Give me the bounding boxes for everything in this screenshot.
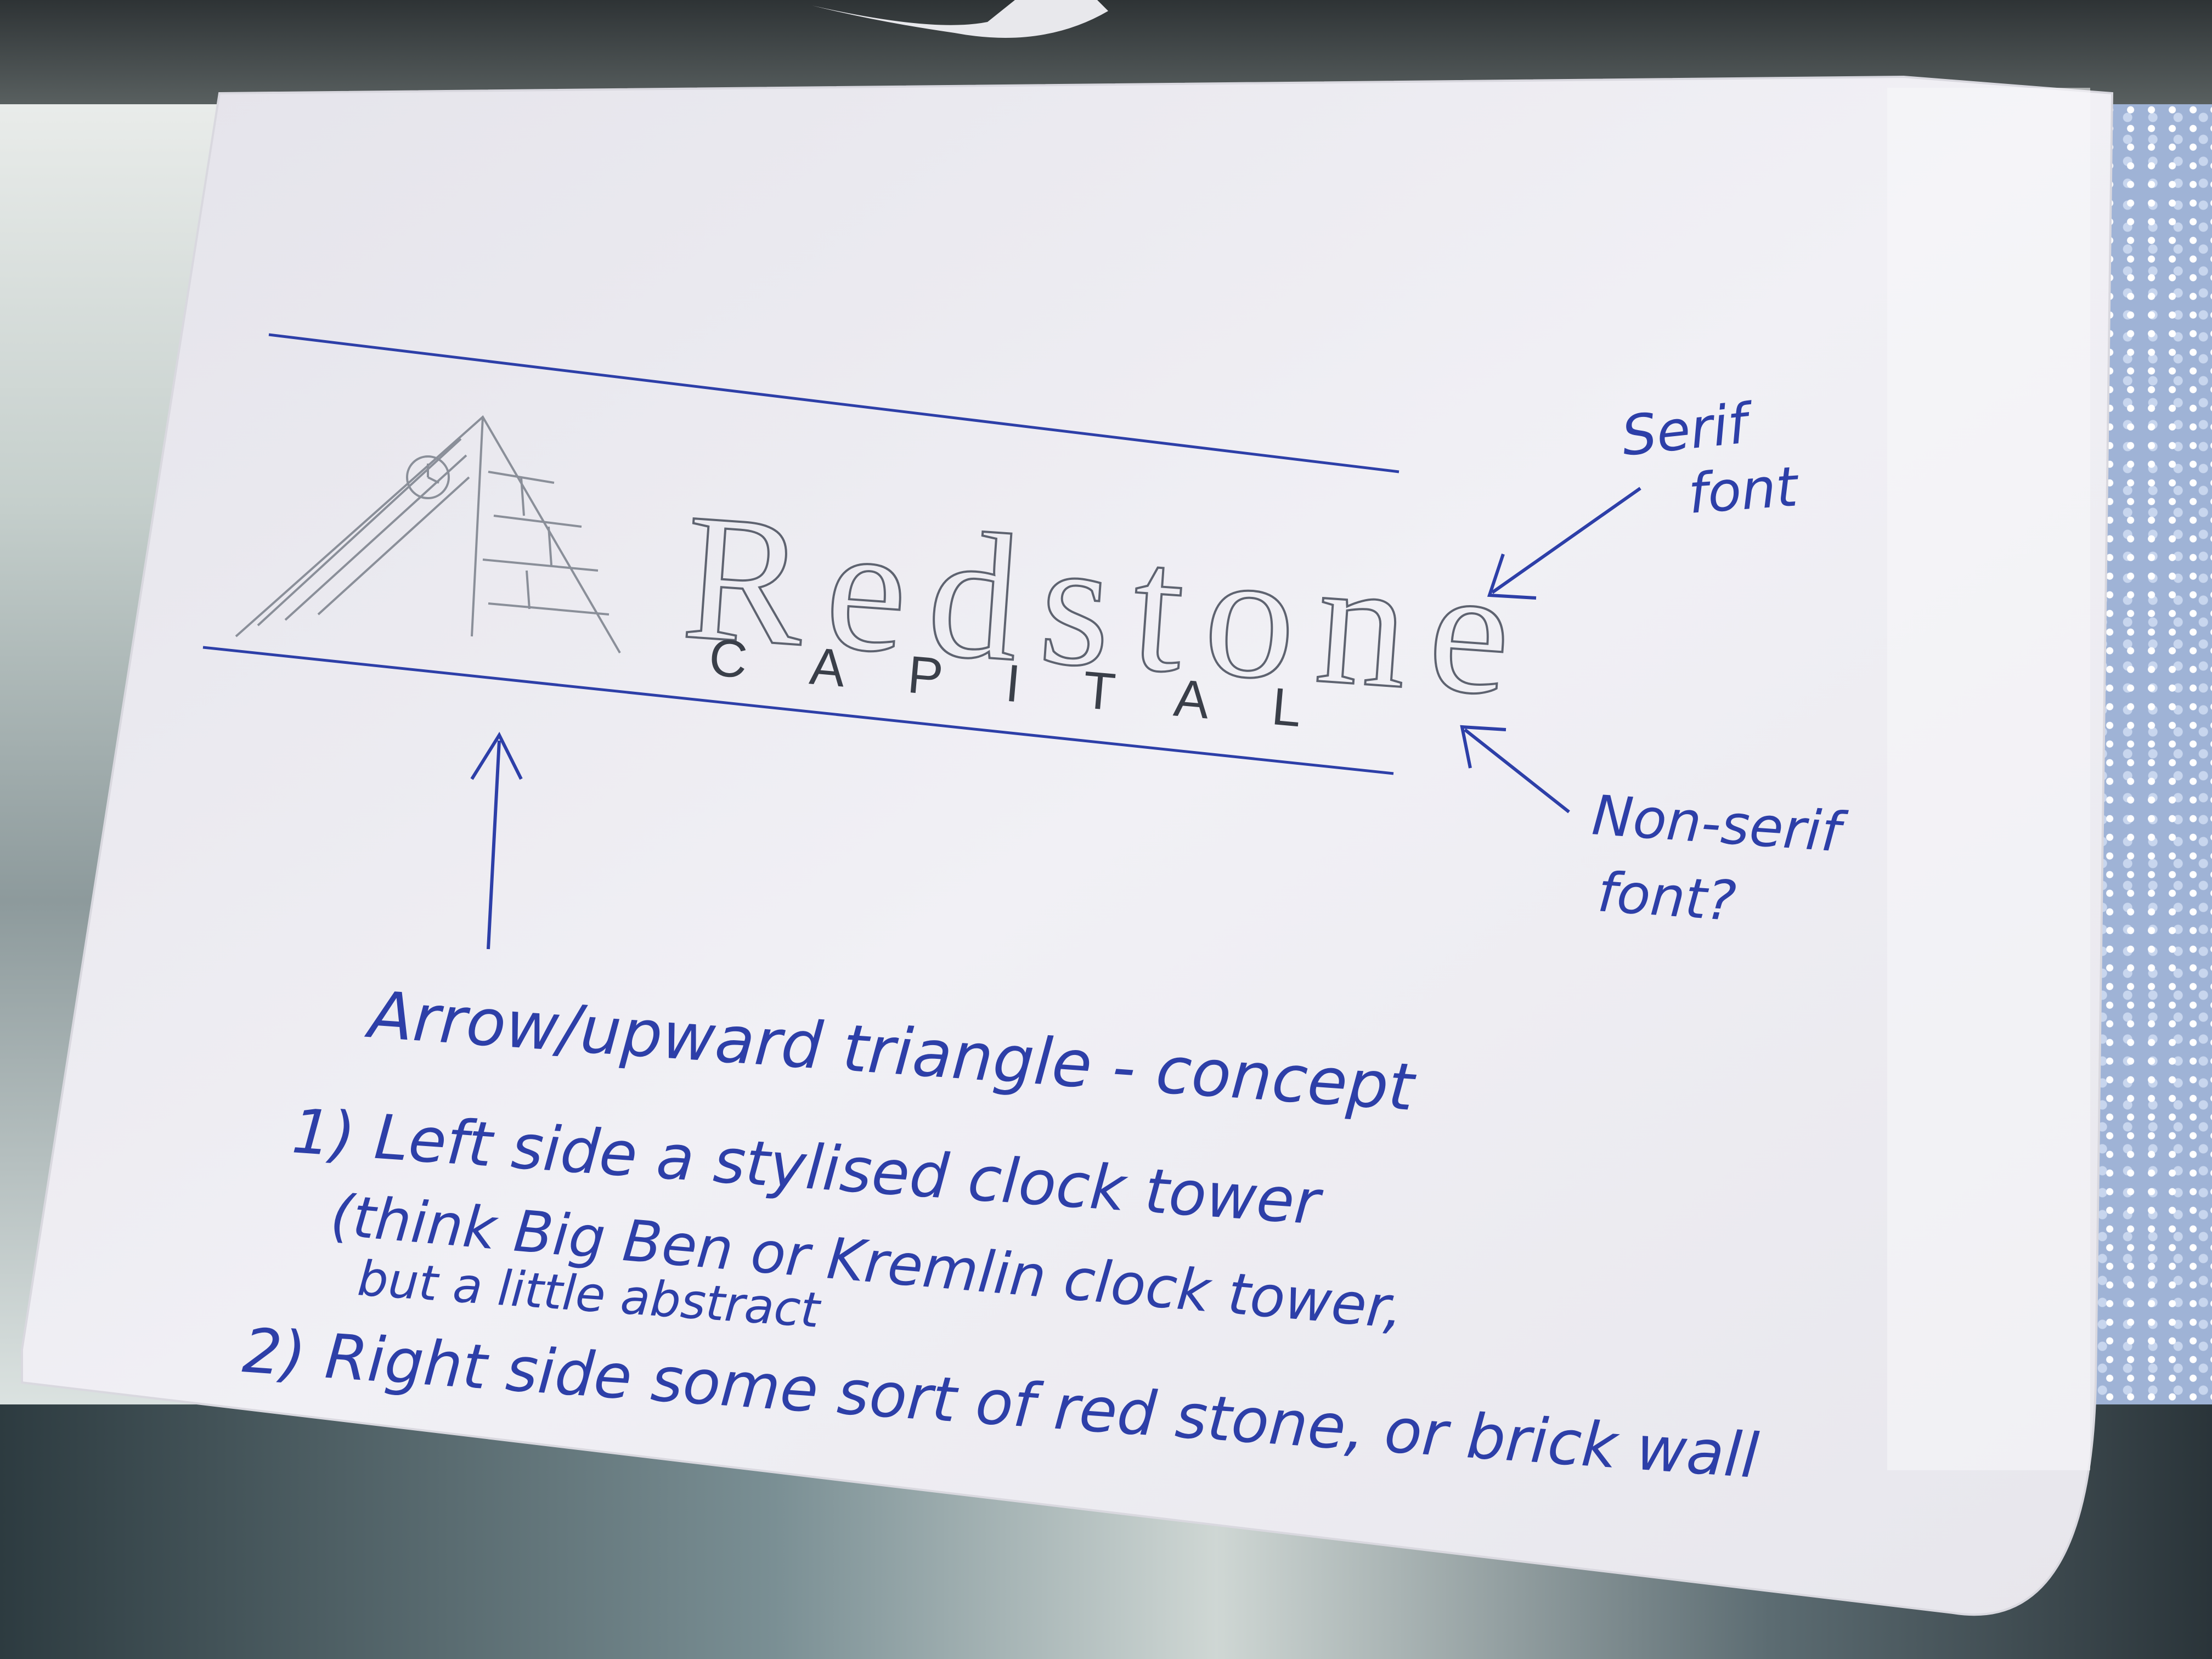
clock-face-icon — [406, 455, 450, 499]
up-arrow-icon — [470, 731, 523, 950]
arrow-to-serif-icon — [1487, 487, 1641, 600]
pencil-triangle-sketch — [235, 415, 621, 654]
serif-note-line1: Serif — [1618, 391, 1757, 469]
non-serif-note-line2: font? — [1595, 860, 1738, 933]
torn-edge — [812, 0, 1108, 38]
paper-outline — [21, 75, 2114, 1616]
serif-note-line2: font — [1686, 454, 1802, 526]
arrow-to-non-serif-icon — [1460, 725, 1570, 814]
top-guide-line — [268, 333, 1400, 473]
bottom-guide-line — [202, 646, 1394, 775]
